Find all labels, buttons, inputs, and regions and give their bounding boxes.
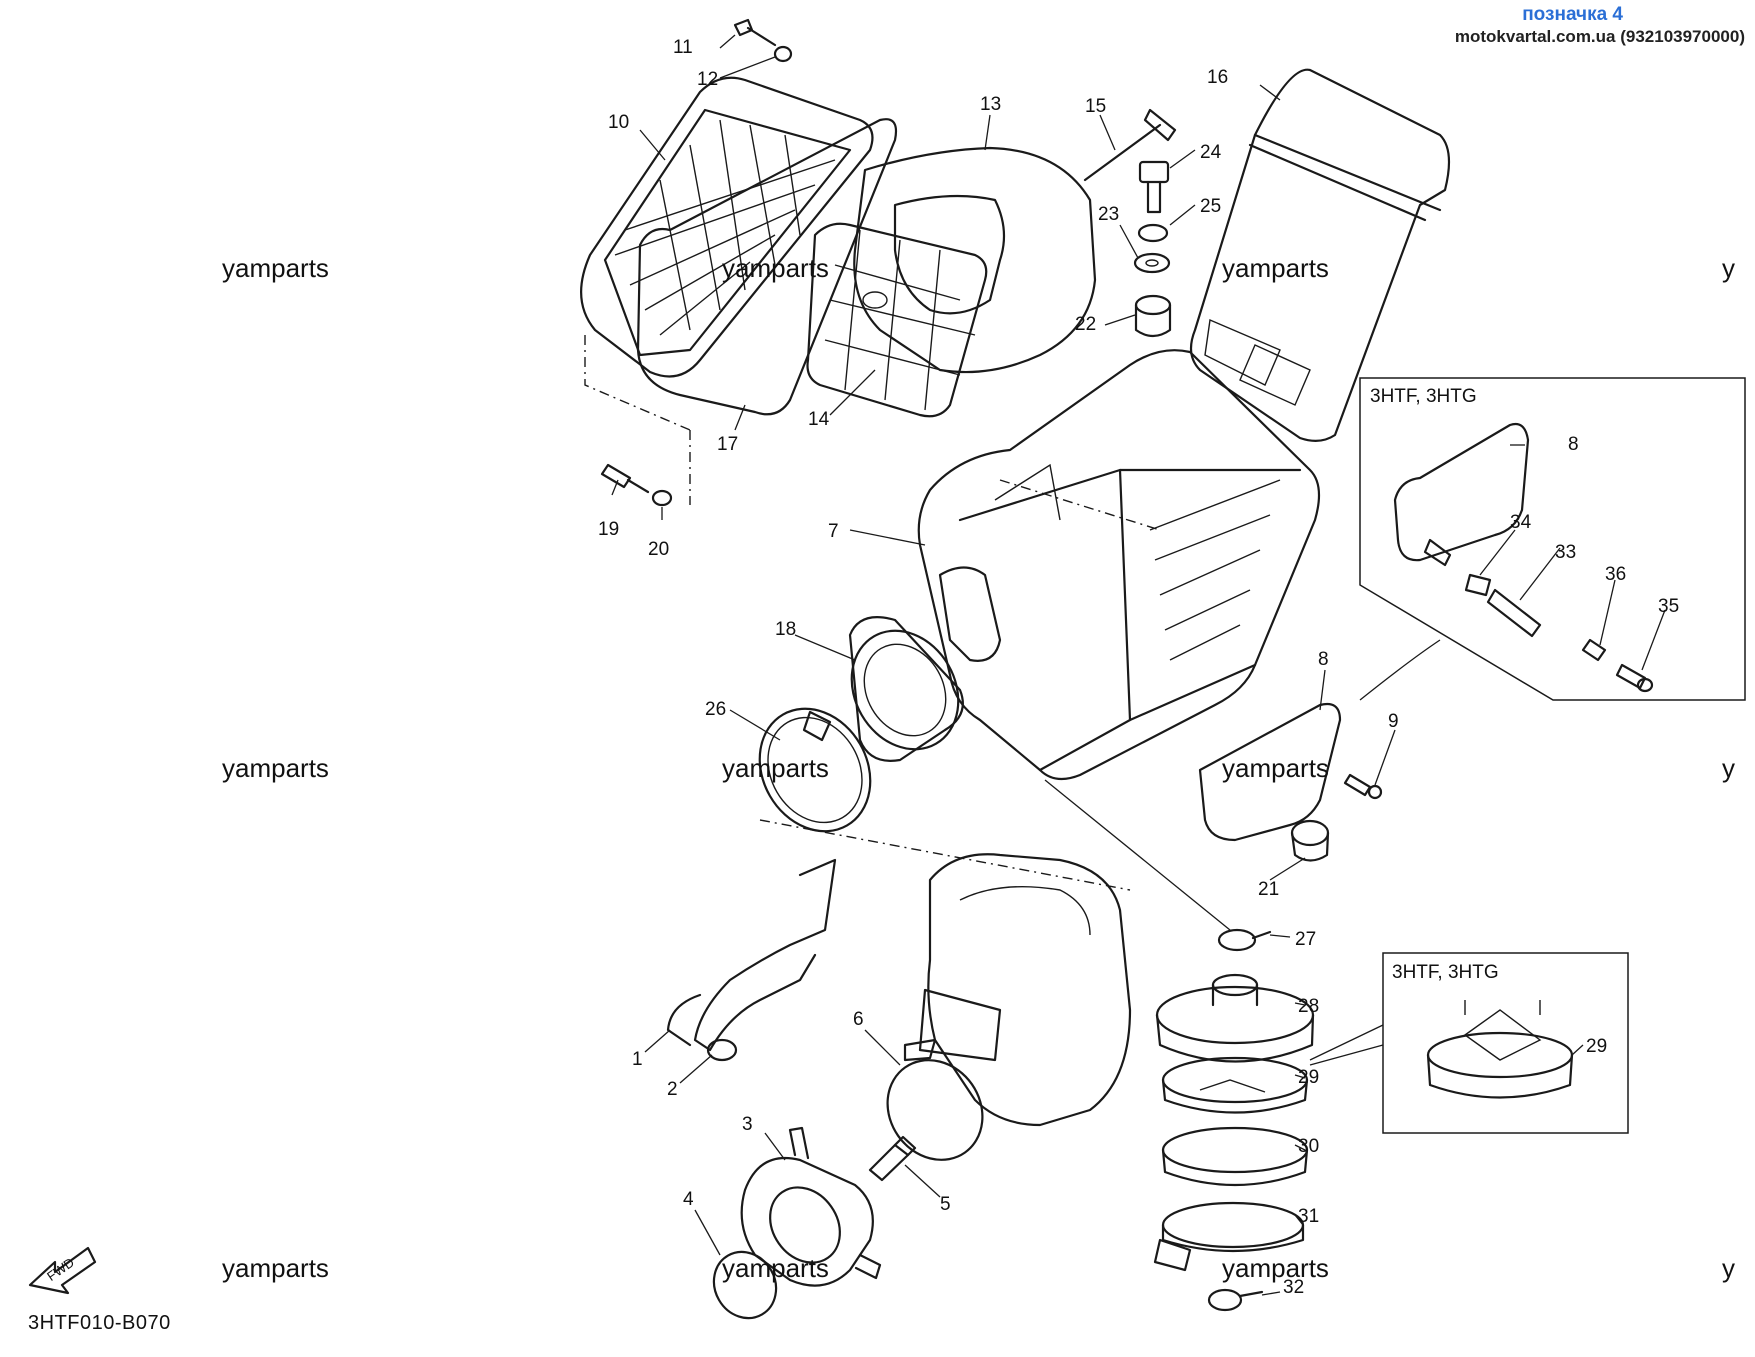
callout-13: 13 <box>980 94 1001 115</box>
part-14-filter-cage <box>806 222 988 418</box>
callout-20: 20 <box>648 539 669 560</box>
callout-35: 35 <box>1658 596 1679 617</box>
callout-16: 16 <box>1207 67 1228 88</box>
watermark: yamparts <box>722 1253 829 1283</box>
callout-numbers: 1 2 3 4 5 6 7 8 8 9 10 11 12 13 14 15 16… <box>598 37 1679 1298</box>
callout-30: 30 <box>1298 1136 1319 1157</box>
part-27-clip <box>1217 928 1272 952</box>
part-10-filter-cover <box>580 76 874 505</box>
callout-10: 10 <box>608 112 629 133</box>
fwd-arrow-icon: FWD <box>28 1246 97 1295</box>
callout-18: 18 <box>775 619 796 640</box>
callout-9: 9 <box>1388 711 1399 732</box>
callout-28: 28 <box>1298 996 1319 1017</box>
part-19-bolt <box>600 463 650 494</box>
part-17-gasket <box>636 118 898 416</box>
callout-5: 5 <box>940 1194 951 1215</box>
part-23-collar <box>1133 252 1171 274</box>
callout-29a: 29 <box>1298 1067 1319 1088</box>
part-22-grommet <box>1134 294 1172 338</box>
callout-31: 31 <box>1298 1206 1319 1227</box>
callout-14: 14 <box>808 409 830 430</box>
callout-2: 2 <box>667 1079 678 1100</box>
callout-11: 11 <box>673 37 693 58</box>
part-5-bolt <box>868 1135 917 1182</box>
header-site: motokvartal.com.ua (932103970000) <box>1454 27 1745 46</box>
part-2-clip <box>706 1038 738 1062</box>
callout-36: 36 <box>1605 564 1626 585</box>
part-28-cap <box>1155 973 1315 1063</box>
part-4-o-ring <box>712 1250 778 1320</box>
part-11-bolt <box>733 18 777 47</box>
watermark: yamparts <box>1222 1253 1329 1283</box>
part-25-washer <box>1137 223 1169 243</box>
watermark: yamparts <box>222 753 329 783</box>
part-24-bolt <box>1138 160 1170 214</box>
callout-4: 4 <box>683 1189 694 1210</box>
callout-24: 24 <box>1200 142 1222 163</box>
header-title: позначка 4 <box>1522 4 1623 25</box>
watermark-edge: y <box>1722 1253 1735 1283</box>
callout-12: 12 <box>697 69 718 90</box>
watermark-edge: y <box>1722 253 1735 283</box>
part-15-rod <box>1083 108 1177 182</box>
part-16-intake-duct <box>1189 68 1451 442</box>
callout-19: 19 <box>598 519 619 540</box>
watermark: yamparts <box>722 253 829 283</box>
callout-33: 33 <box>1555 542 1576 563</box>
part-3-carb-joint <box>740 1126 882 1287</box>
watermark-edge: y <box>1722 753 1735 783</box>
part-8-side-plate <box>1198 702 1342 842</box>
part-26-clamp <box>758 707 872 833</box>
diagram-code: 3HTF010-B070 <box>28 1312 171 1334</box>
part-6-clamp <box>886 1038 984 1161</box>
part-20-washer <box>651 489 673 507</box>
callout-15: 15 <box>1085 96 1106 117</box>
part-21-grommet <box>1290 819 1330 862</box>
watermark: yamparts <box>222 1253 329 1283</box>
callout-25: 25 <box>1200 196 1221 217</box>
part-12-washer <box>773 45 793 63</box>
part-13-filter-frame <box>853 146 1097 374</box>
watermarks: yamparts yamparts yamparts y yamparts ya… <box>222 253 1735 1283</box>
callout-8a: 8 <box>1568 434 1579 455</box>
part-30-ring <box>1161 1126 1309 1187</box>
part-18-joint <box>848 616 964 762</box>
watermark: yamparts <box>1222 253 1329 283</box>
callout-21: 21 <box>1258 879 1279 900</box>
inset-2-label: 3HTF, 3HTG <box>1392 962 1499 983</box>
callout-34: 34 <box>1510 512 1532 533</box>
part-29-ring <box>1161 1056 1309 1114</box>
callout-17: 17 <box>717 434 738 455</box>
callout-8b: 8 <box>1318 649 1329 670</box>
inset-box-3htf-3htg-breather: 3HTF, 3HTG <box>1359 377 1746 701</box>
callout-3: 3 <box>742 1114 753 1135</box>
inset-box-3htf-3htg-ring: 3HTF, 3HTG <box>1382 952 1629 1134</box>
callout-22: 22 <box>1075 314 1096 335</box>
part-9-screw <box>1343 773 1383 800</box>
callout-6: 6 <box>853 1009 864 1030</box>
callout-32: 32 <box>1283 1277 1304 1298</box>
callout-1: 1 <box>632 1049 643 1070</box>
inset-1-label: 3HTF, 3HTG <box>1370 386 1477 407</box>
carburetor-body <box>759 819 1132 1127</box>
part-32-clip <box>1207 1288 1264 1312</box>
part-7-air-box <box>917 349 1321 781</box>
callout-27: 27 <box>1295 929 1316 950</box>
callout-23: 23 <box>1098 204 1119 225</box>
callout-29b: 29 <box>1586 1036 1607 1057</box>
callout-7: 7 <box>828 521 839 542</box>
part-1-hose <box>666 858 837 1052</box>
leader-lines <box>611 34 1666 1296</box>
watermark: yamparts <box>1222 753 1329 783</box>
watermark: yamparts <box>222 253 329 283</box>
watermark: yamparts <box>722 753 829 783</box>
callout-26: 26 <box>705 699 726 720</box>
